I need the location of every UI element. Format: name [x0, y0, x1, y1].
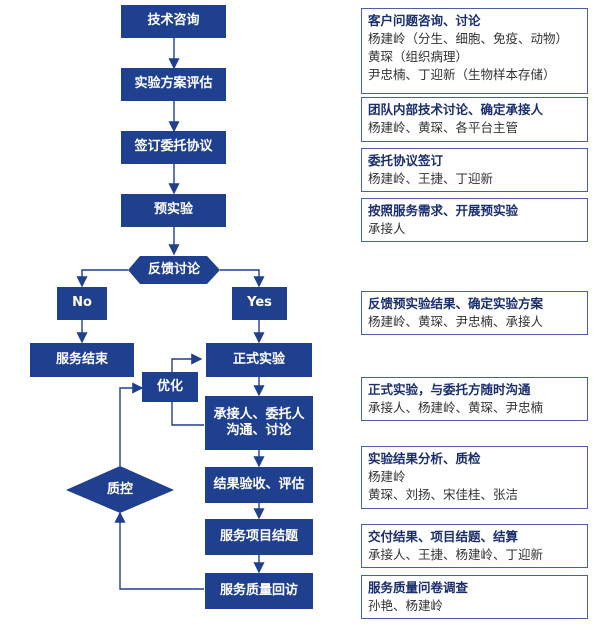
step-closing: 服务项目结题 [205, 519, 313, 555]
step-plan-eval: 实验方案评估 [121, 68, 226, 101]
step-communicate: 承接人、委托人 沟通、讨论 [205, 396, 313, 450]
info-box-closing: 交付结果、项目结题、结算 承接人、王捷、杨建岭、丁迎新 [361, 524, 588, 568]
info-line: 承接人、王捷、杨建岭、丁迎新 [368, 547, 544, 562]
info-box-consult: 客户问题咨询、讨论 杨建岭（分生、细胞、免疫、动物） 黄琛（组织病理） 尹忠楠、… [361, 8, 588, 94]
info-title: 服务质量问卷调查 [368, 580, 469, 595]
info-line: 黄琛（组织病理） [368, 49, 469, 64]
info-box-pre-exp: 按照服务需求、开展预实验 承接人 [361, 198, 588, 242]
step-pre-exp: 预实验 [121, 194, 226, 227]
step-consult: 技术咨询 [121, 5, 226, 38]
step-accept: 结果验收、评估 [205, 467, 313, 503]
info-line: 孙艳、杨建岭 [368, 598, 444, 613]
info-title: 正式实验，与委托方随时沟通 [368, 382, 531, 397]
info-title: 实验结果分析、质检 [368, 451, 481, 466]
info-box-plan-eval: 团队内部技术讨论、确定承接人 杨建岭、黄琛、各平台主管 [361, 97, 588, 142]
info-box-accept: 实验结果分析、质检 杨建岭 黄琛、刘扬、宋佳桂、张洁 [361, 446, 588, 509]
info-box-sign: 委托协议签订 杨建岭、王捷、丁迎新 [361, 148, 588, 192]
branch-no: No [57, 287, 107, 320]
info-title: 按照服务需求、开展预实验 [368, 203, 519, 218]
decision-quality-ctrl: 质控 [106, 481, 133, 497]
info-line: 承接人、杨建岭、黄琛、尹忠楠 [368, 400, 544, 415]
info-title: 客户问题咨询、讨论 [368, 13, 481, 28]
info-box-revisit: 服务质量问卷调查 孙艳、杨建岭 [361, 575, 588, 619]
info-line: 杨建岭（分生、细胞、免疫、动物） [368, 31, 569, 46]
step-revisit: 服务质量回访 [205, 573, 313, 609]
step-formal-exp: 正式实验 [206, 343, 312, 377]
info-title: 团队内部技术讨论、确定承接人 [368, 102, 544, 117]
step-sign: 签订委托协议 [121, 131, 226, 164]
info-box-feedback: 反馈预实验结果、确定实验方案 杨建岭、黄琛、尹忠楠、承接人 [361, 291, 588, 335]
info-title: 交付结果、项目结题、结算 [368, 529, 519, 544]
decision-feedback: 反馈讨论 [147, 261, 200, 277]
info-line: 尹忠楠、丁迎新（生物样本存储） [368, 67, 556, 82]
info-line: 承接人 [368, 221, 406, 236]
info-line: 杨建岭、黄琛、尹忠楠、承接人 [368, 314, 544, 329]
info-title: 反馈预实验结果、确定实验方案 [368, 296, 544, 311]
communicate-line-1: 承接人、委托人 [213, 406, 305, 422]
communicate-line-2: 沟通、讨论 [226, 423, 292, 438]
info-line: 杨建岭、黄琛、各平台主管 [368, 120, 519, 135]
info-line: 杨建岭 [368, 469, 406, 484]
step-optimize: 优化 [142, 372, 198, 402]
info-title: 委托协议签订 [368, 153, 444, 168]
branch-yes: Yes [232, 287, 287, 320]
info-line: 黄琛、刘扬、宋佳桂、张洁 [368, 487, 519, 502]
info-box-formal: 正式实验，与委托方随时沟通 承接人、杨建岭、黄琛、尹忠楠 [361, 377, 588, 421]
info-line: 杨建岭、王捷、丁迎新 [368, 171, 494, 186]
step-service-end: 服务结束 [30, 343, 134, 377]
